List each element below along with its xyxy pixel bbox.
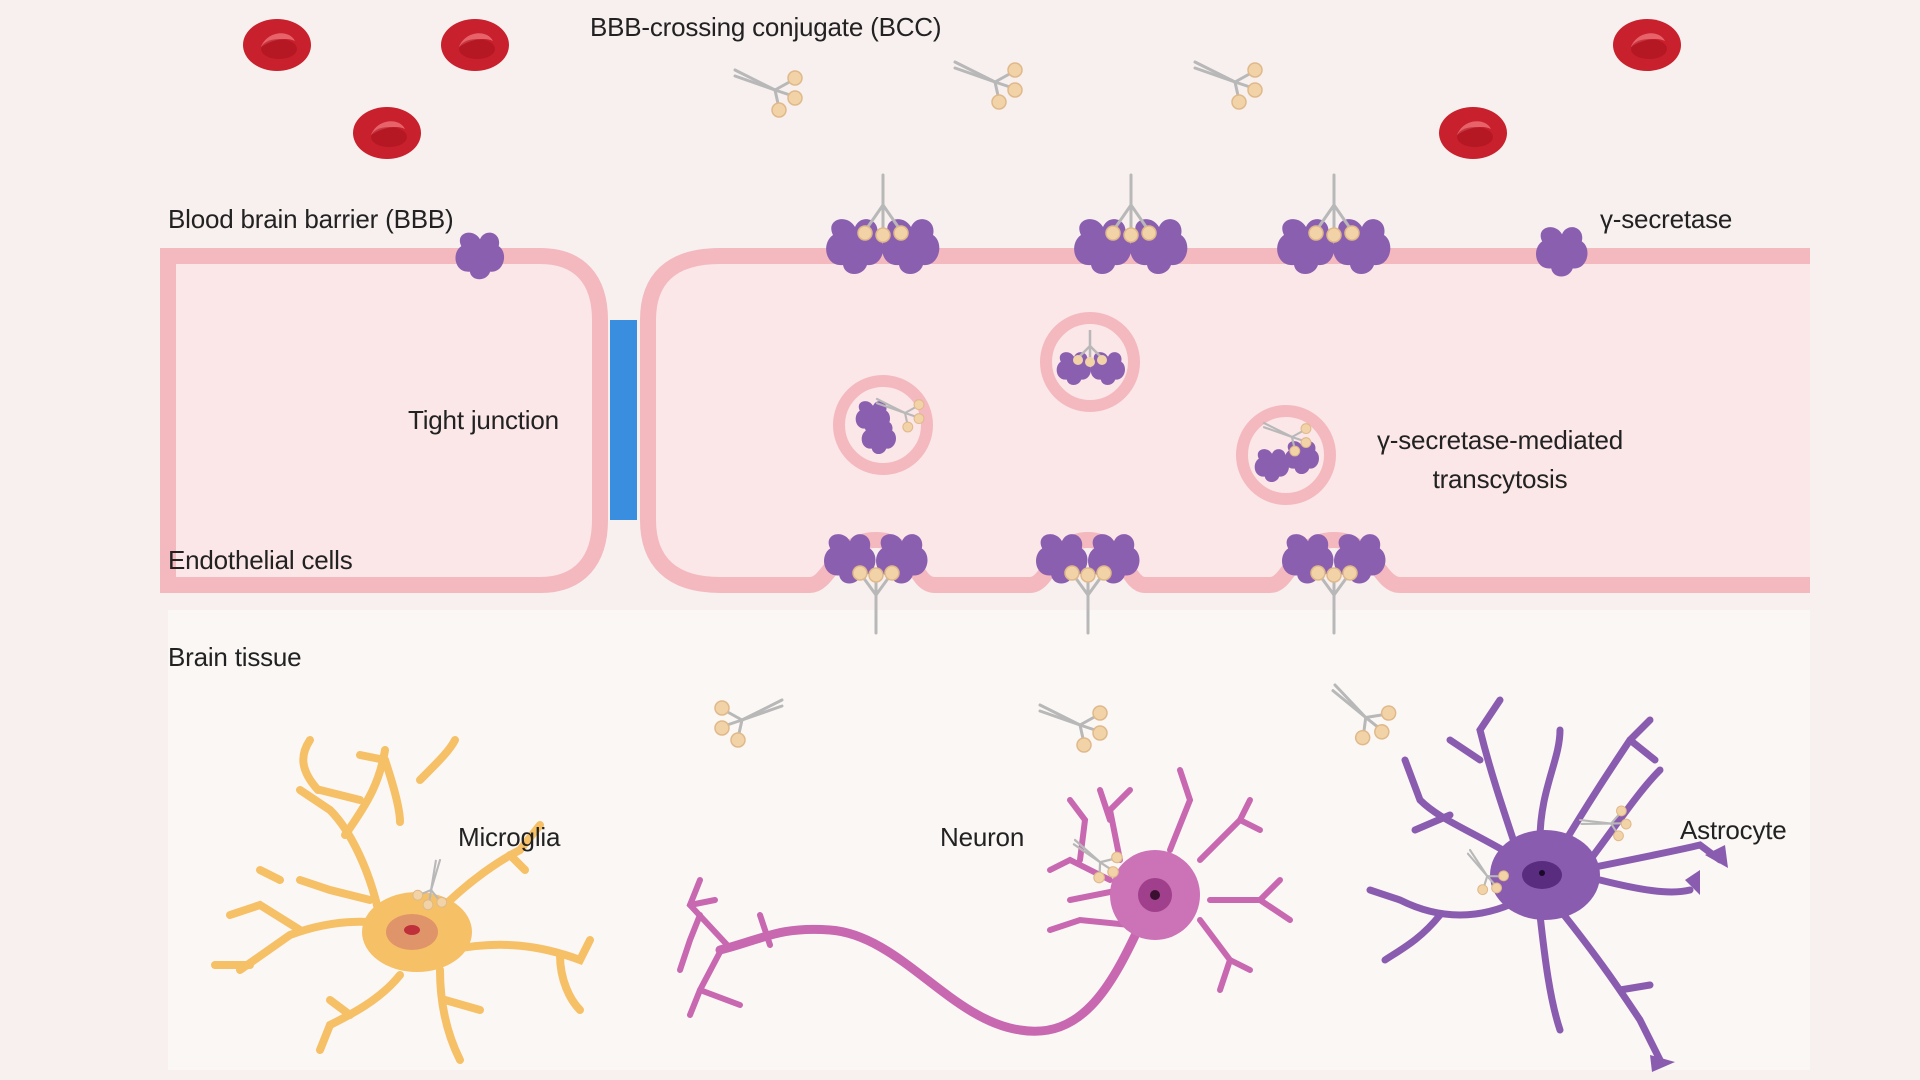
apical-gamma-secretase: [455, 173, 1588, 280]
bound-complex: [826, 173, 940, 274]
endothelial-cell-right: [640, 248, 1810, 593]
tight-junction-label: Tight junction: [408, 405, 559, 435]
endothelial-label: Endothelial cells: [168, 545, 353, 575]
brain-tissue-label: Brain tissue: [168, 642, 302, 672]
basal-gamma-secretase: [824, 534, 1386, 635]
exocytosis-complex: [824, 534, 928, 635]
bbb-label: Blood brain barrier (BBB): [168, 204, 454, 234]
endothelial-cell-left: [160, 248, 608, 593]
red-blood-cell: [353, 107, 421, 159]
astrocyte-endfoot: [1685, 870, 1700, 895]
red-blood-cell: [1613, 19, 1681, 71]
astrocyte-label: Astrocyte: [1680, 815, 1787, 845]
exocytosis-complex: [1282, 534, 1386, 635]
red-blood-cell: [1439, 107, 1507, 159]
bound-complex: [1277, 173, 1391, 274]
bcc-label: BBB-crossing conjugate (BCC): [590, 12, 942, 42]
red-blood-cell: [441, 19, 509, 71]
astrocyte-endfoot: [1650, 1055, 1675, 1072]
microglia-nucleolus: [404, 925, 420, 935]
bound-complex: [1074, 173, 1188, 274]
transcytosis-label-line1: γ-secretase-mediated: [1377, 425, 1623, 455]
exocytosis-complex: [1036, 534, 1140, 635]
transcytosis-vesicles: [833, 312, 1336, 505]
astrocyte-endfoot: [1705, 845, 1728, 868]
transcytosis-label-line2: transcytosis: [1432, 464, 1568, 494]
vesicle: [1236, 405, 1336, 505]
astrocyte-nucleolus: [1539, 870, 1545, 876]
tight-junction-bar: [610, 320, 637, 520]
neuron-label: Neuron: [940, 822, 1025, 852]
microglia-label: Microglia: [458, 822, 561, 852]
red-blood-cell: [243, 19, 311, 71]
neuron-nucleolus: [1150, 890, 1160, 900]
vesicle: [833, 375, 933, 475]
vesicle: [1040, 312, 1140, 412]
gamma-secretase-label: γ-secretase: [1600, 204, 1733, 234]
astrocyte-cell: [1366, 696, 1724, 1064]
microglia-cell: [211, 736, 594, 1064]
